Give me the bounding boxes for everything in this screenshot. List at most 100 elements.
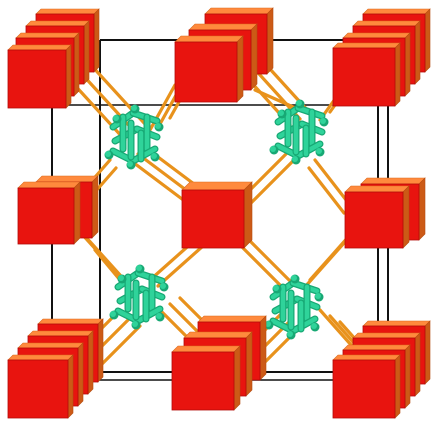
node-side-face [73, 32, 80, 97]
red-square-node [332, 354, 401, 419]
cluster-group [109, 264, 169, 330]
node-side-face [73, 181, 81, 245]
node-top-face [342, 344, 411, 351]
node-side-face [91, 175, 99, 239]
node-top-face [7, 354, 74, 361]
node-top-face [352, 20, 421, 27]
cluster-group [104, 104, 164, 170]
node-top-face [35, 175, 99, 183]
node-top-face [204, 7, 274, 15]
cluster-ball-highlight [316, 148, 322, 154]
node-top-face [342, 32, 411, 39]
node-side-face [424, 8, 431, 73]
node-side-face [87, 330, 94, 395]
linker-bond [241, 232, 295, 286]
cluster-ball-highlight [292, 156, 298, 162]
cluster-ball-highlight [291, 275, 297, 281]
node-side-face [404, 344, 411, 409]
node-top-face [362, 320, 431, 327]
node-side-face [250, 23, 258, 91]
red-square-node [332, 42, 401, 107]
cluster-ball-highlight [311, 323, 317, 329]
cluster-ball-highlight [113, 115, 119, 121]
cluster-ball-highlight [136, 265, 142, 271]
node-side-face [245, 331, 253, 397]
cluster-groups [104, 99, 329, 340]
red-square-node [171, 345, 241, 411]
linker-bond [302, 241, 346, 290]
red-square-node [17, 181, 81, 245]
node-top-face [27, 330, 94, 337]
cluster-ball-highlight [320, 118, 326, 124]
node-top-face [344, 185, 410, 193]
cluster-ball-highlight [315, 293, 321, 299]
cluster-ball-highlight [160, 283, 166, 289]
cluster-ball-highlight [265, 321, 271, 327]
node-top-face [171, 345, 241, 353]
node-front-face [181, 189, 245, 249]
cluster-ball-highlight [287, 331, 293, 337]
node-side-face [424, 320, 431, 385]
node-side-face [243, 181, 253, 249]
node-top-face [7, 44, 72, 51]
cluster-ball-highlight [273, 285, 279, 291]
cluster-ball-highlight [132, 321, 138, 327]
node-side-face [394, 354, 401, 419]
red-square-node [7, 44, 72, 109]
node-side-face [418, 177, 426, 241]
node-front-face [171, 351, 235, 411]
red-square-node [7, 354, 74, 419]
cluster-ball-highlight [278, 110, 284, 116]
linker-bond [246, 154, 300, 208]
node-side-face [404, 32, 411, 97]
node-side-face [93, 8, 100, 73]
cluster-ball-highlight [105, 151, 111, 157]
linker-bond [253, 88, 302, 112]
linker-bond [128, 158, 192, 207]
node-front-face [7, 359, 69, 419]
node-squares [7, 7, 431, 419]
linker-bond [307, 166, 346, 215]
cluster-ball-highlight [151, 153, 157, 159]
node-top-face [15, 32, 80, 39]
node-top-face [360, 177, 426, 185]
node-side-face [83, 20, 90, 85]
node-front-face [332, 47, 396, 107]
linker-bond [93, 248, 122, 282]
node-side-face [65, 44, 72, 109]
node-front-face [344, 191, 404, 249]
node-side-face [97, 318, 104, 383]
node-top-face [332, 354, 401, 361]
cluster-ball-highlight [296, 100, 302, 106]
cluster-ball-highlight [110, 311, 116, 317]
node-side-face [77, 342, 84, 407]
node-top-face [37, 318, 104, 325]
linker-bond [313, 158, 352, 207]
node-top-face [17, 342, 84, 349]
red-square-node [174, 35, 244, 103]
node-top-face [25, 20, 90, 27]
node-side-face [67, 354, 74, 419]
node-top-face [332, 42, 401, 49]
node-top-face [362, 8, 431, 15]
node-side-face [402, 185, 410, 249]
node-side-face [414, 20, 421, 85]
node-side-face [233, 345, 241, 411]
node-side-face [394, 42, 401, 107]
red-square-node [181, 181, 253, 249]
cluster-ball-highlight [131, 105, 137, 111]
node-front-face [17, 187, 75, 245]
node-top-face [35, 8, 100, 15]
cluster-group [269, 99, 329, 165]
node-side-face [236, 35, 244, 103]
node-front-face [7, 49, 67, 109]
cluster-ball-highlight [270, 146, 276, 152]
node-top-face [181, 181, 253, 191]
node-top-face [352, 332, 421, 339]
cluster-ball-highlight [156, 313, 162, 319]
cluster-ball-highlight [118, 275, 124, 281]
node-top-face [183, 331, 253, 339]
cluster-group [264, 274, 324, 340]
node-side-face [266, 7, 274, 75]
